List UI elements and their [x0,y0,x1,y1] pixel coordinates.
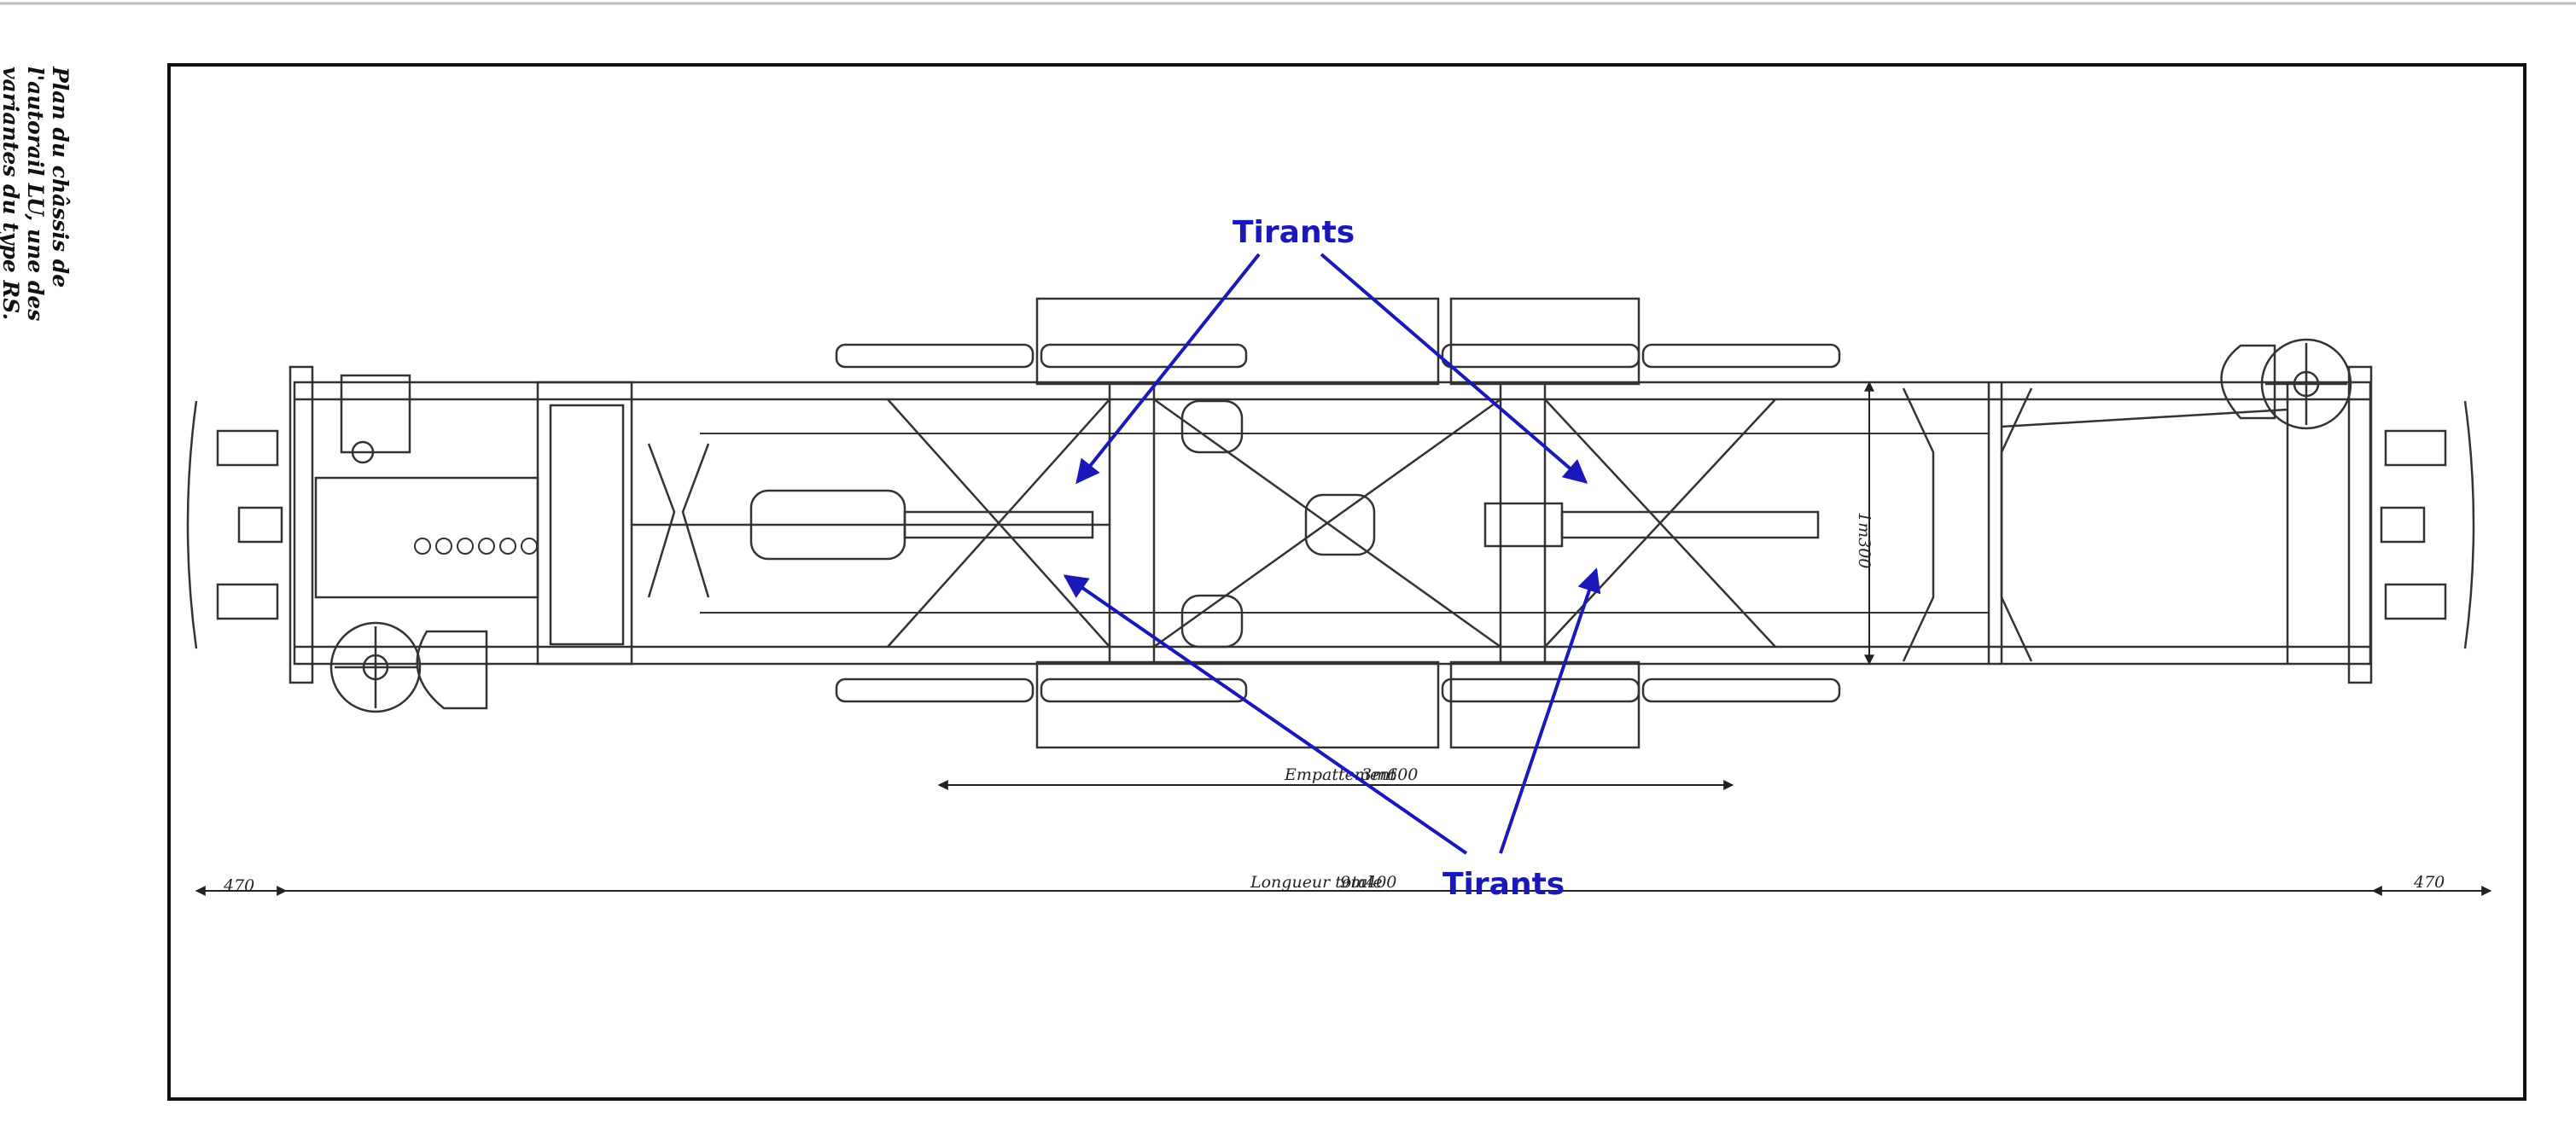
chassis [186,297,2475,749]
dimensions [195,381,2492,896]
left-overhang-value: 470 [223,876,254,895]
front-steering-wheel [329,621,422,713]
tirants-label-top: Tirants [1233,215,1355,250]
rear-beam [2347,365,2373,684]
rear-steering-wheel [2260,338,2352,430]
empattement-label: Empattement [1284,765,1396,784]
width-value: 1m300 [1855,512,1874,568]
main-frame [293,381,2372,666]
annotations [1063,253,1601,855]
bottom-arrow-right [1499,567,1601,854]
top-arrow-right [1320,253,1588,484]
tirants-label-bottom: Tirants [1442,867,1565,902]
bottom-arrow-left [1063,574,1468,855]
radiator [536,381,633,666]
empattement-value: 3m600 [1361,765,1418,784]
engine-block [314,476,539,599]
right-overhang-value: 470 [2413,873,2445,892]
longueur-value: 9m400 [1340,873,1396,892]
front-beam [288,365,314,684]
top-arrow-left [1075,253,1261,485]
longueur-label: Longueur totale [1250,873,1383,892]
drawing-frame [167,63,2526,1101]
